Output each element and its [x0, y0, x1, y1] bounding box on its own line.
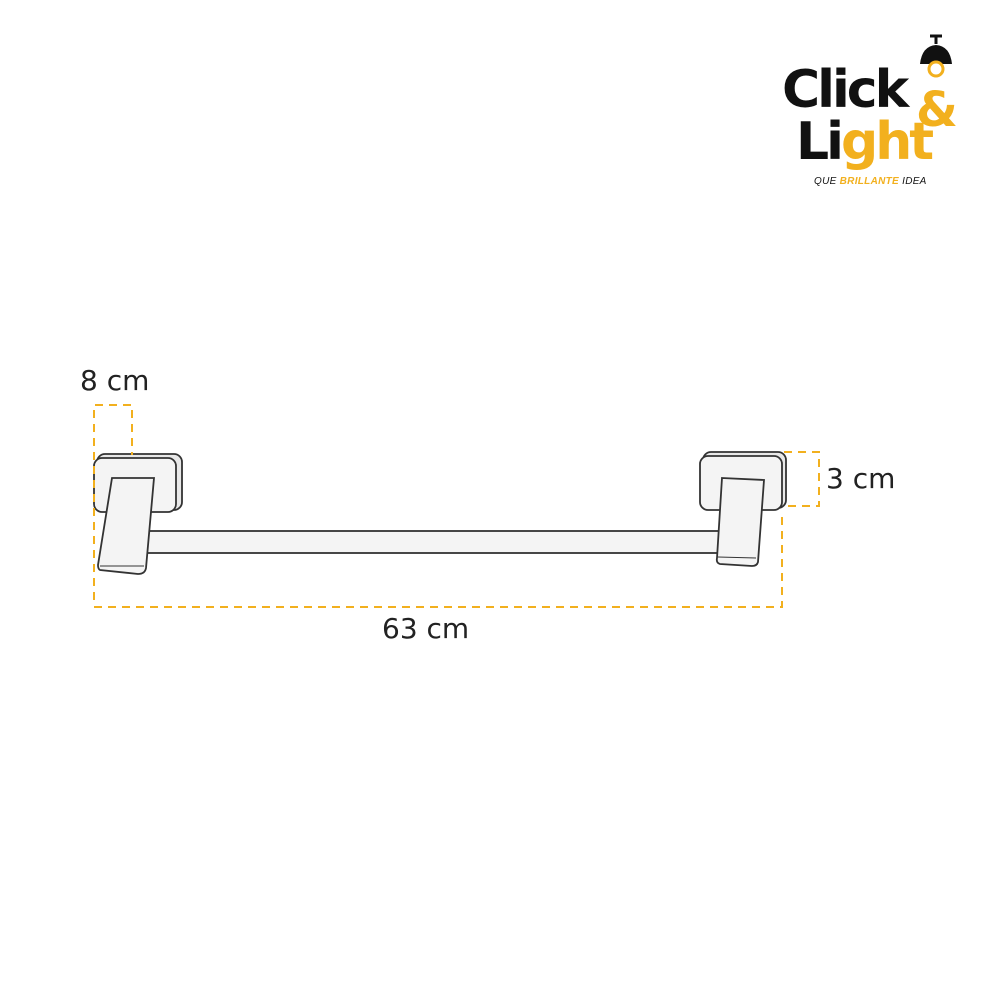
dimension-lines	[93, 404, 820, 608]
logo-word-light-start: Li	[796, 112, 844, 172]
towel-bar-rod	[141, 530, 725, 554]
left-arm	[97, 477, 155, 575]
logo-word-click: Click	[782, 60, 909, 120]
width-label: 63 cm	[382, 612, 470, 645]
height-label: 3 cm	[826, 462, 896, 495]
tagline-start: QUE	[814, 176, 840, 187]
width-dimension-line	[94, 512, 783, 608]
right-arm	[715, 477, 765, 567]
logo-word-light-highlight: ght	[840, 112, 934, 172]
brand-logo: Click Light & QUE BRILLANTE IDEA	[770, 30, 980, 200]
pendant-lamp-icon	[920, 34, 952, 78]
logo-tagline: QUE BRILLANTE IDEA	[814, 176, 927, 187]
depth-label: 8 cm	[80, 364, 150, 397]
height-dimension-line	[784, 451, 820, 507]
tagline-highlight: BRILLANTE	[839, 176, 900, 187]
logo-ampersand: &	[916, 82, 958, 138]
logo-word-light: Light	[796, 116, 934, 168]
tagline-end: IDEA	[899, 176, 927, 187]
depth-dimension-line	[93, 404, 133, 600]
